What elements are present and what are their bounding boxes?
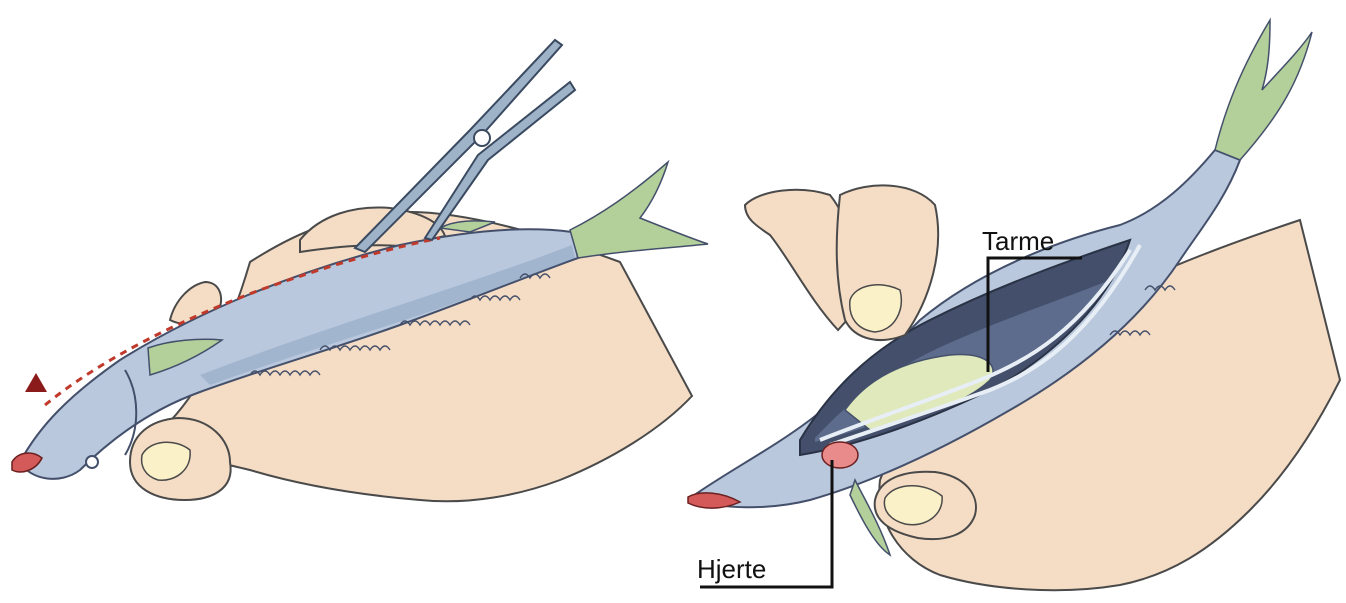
left-fish-tail bbox=[570, 162, 708, 258]
triangle-marker-icon bbox=[25, 373, 47, 392]
left-panel-cutting-fish bbox=[12, 40, 708, 501]
heart-label: Hjerte bbox=[697, 554, 766, 584]
right-panel-opened-fish: Tarme Hjerte bbox=[688, 20, 1340, 590]
right-fish-tail bbox=[1215, 20, 1312, 160]
intestine-label: Tarme bbox=[982, 226, 1054, 256]
left-fish-eye bbox=[86, 456, 98, 468]
right-fish-heart bbox=[822, 442, 858, 468]
